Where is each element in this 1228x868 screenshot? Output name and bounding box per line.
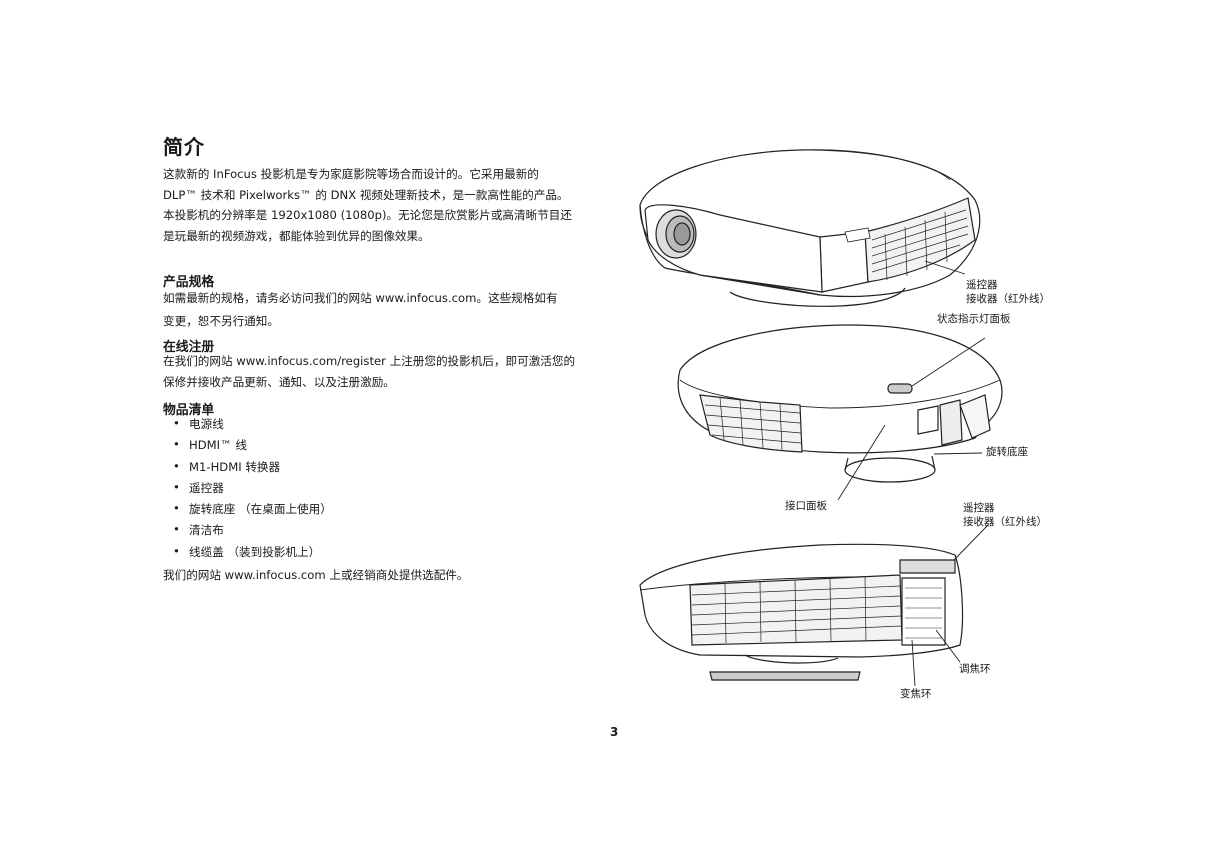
callout-line: [953, 524, 989, 561]
callout-line: [924, 260, 966, 275]
status-panel-label: 状态指示灯面板: [937, 313, 1011, 325]
intro-line: 这款新的 InFocus 投影机是专为家庭影院等场合而设计的。它采用最新的: [163, 167, 539, 181]
bullet: •: [173, 522, 180, 537]
page-number: 3: [610, 725, 619, 739]
list-item: • 旋转底座 （在桌面上使用）: [163, 501, 332, 522]
list-item: • 电源线: [163, 416, 332, 437]
registration-heading: 在线注册: [163, 340, 215, 355]
bullet: •: [173, 437, 180, 452]
list-item-text: M1-HDMI 转换器: [189, 459, 281, 474]
intro-paragraph: 这款新的 InFocus 投影机是专为家庭影院等场合而设计的。它采用最新的 DL…: [163, 164, 603, 246]
specs-line: 如需最新的规格，请务必访问我们的网站 www.infocus.com。这些规格如…: [163, 291, 558, 305]
ir-receiver-label-rear: 遥控器 接收器（红外线）: [963, 502, 1047, 529]
label-line: 接收器（红外线）: [966, 292, 1050, 305]
callout-line: [911, 639, 916, 687]
connector-panel-label: 接口面板: [785, 500, 827, 512]
intro-line: 是玩最新的视频游戏，都能体验到优异的图像效果。: [163, 228, 430, 243]
list-item-text: HDMI™ 线: [189, 438, 247, 453]
list-item-text: 线缆盖 （装到投影机上）: [189, 544, 321, 559]
page-title: 简介: [163, 135, 205, 159]
label-line: 遥控器: [963, 502, 995, 514]
list-item-text: 清洁布: [189, 523, 224, 538]
bullet: •: [173, 501, 180, 516]
bullet: •: [173, 479, 180, 494]
specs-paragraph: 如需最新的规格，请务必访问我们的网站 www.infocus.com。这些规格如…: [163, 287, 603, 332]
callout-line: [933, 452, 983, 455]
callout-line: [935, 629, 961, 663]
bullet: •: [173, 543, 180, 558]
list-item: • 遥控器: [163, 480, 332, 501]
registration-line: 保修并接收产品更新、通知、以及注册激励。: [163, 374, 395, 389]
list-item-text: 电源线: [189, 417, 224, 431]
specs-line: 变更，恕不另行通知。: [163, 313, 279, 328]
bullet: •: [173, 458, 180, 473]
registration-paragraph: 在我们的网站 www.infocus.com/register 上注册您的投影机…: [163, 351, 603, 392]
contents-heading: 物品清单: [163, 403, 215, 418]
intro-line: DLP™ 技术和 Pixelworks™ 的 DNX 视频处理新技术，是一款高性…: [163, 187, 569, 202]
specs-heading: 产品规格: [163, 275, 215, 290]
contents-list: • 电源线 • HDMI™ 线 • M1-HDMI 转换器 • 遥控器 • 旋转底座 （在…: [163, 416, 332, 565]
label-line: 遥控器: [966, 279, 998, 291]
list-item-text: 旋转底座 （在桌面上使用）: [189, 502, 332, 517]
focus-ring-label: 调焦环: [959, 663, 991, 675]
projector-front-illustration: [639, 149, 981, 307]
swivel-base-label: 旋转底座: [986, 446, 1028, 458]
list-item: • M1-HDMI 转换器: [163, 459, 332, 480]
projector-rear-illustration: [677, 324, 1003, 483]
list-item: • HDMI™ 线: [163, 437, 332, 458]
ir-receiver-label-top: 遥控器 接收器（红外线）: [966, 279, 1050, 306]
intro-line: 本投影机的分辨率是 1920x1080 (1080p)。无论您是欣赏影片或高清晰…: [163, 208, 572, 223]
projector-side-illustration: [639, 543, 964, 681]
label-line: 接收器（红外线）: [963, 515, 1047, 528]
list-item: • 清洁布: [163, 522, 332, 543]
zoom-ring-label: 变焦环: [900, 688, 932, 700]
callout-line: [837, 424, 886, 501]
registration-line: 在我们的网站 www.infocus.com/register 上注册您的投影机…: [163, 354, 576, 368]
callout-line: [911, 337, 986, 387]
list-item: • 线缆盖 （装到投影机上）: [163, 544, 332, 565]
list-item-text: 遥控器: [189, 480, 224, 495]
accessories-note: 我们的网站 www.infocus.com 上或经销商处提供选配件。: [163, 568, 469, 582]
bullet: •: [173, 416, 180, 430]
